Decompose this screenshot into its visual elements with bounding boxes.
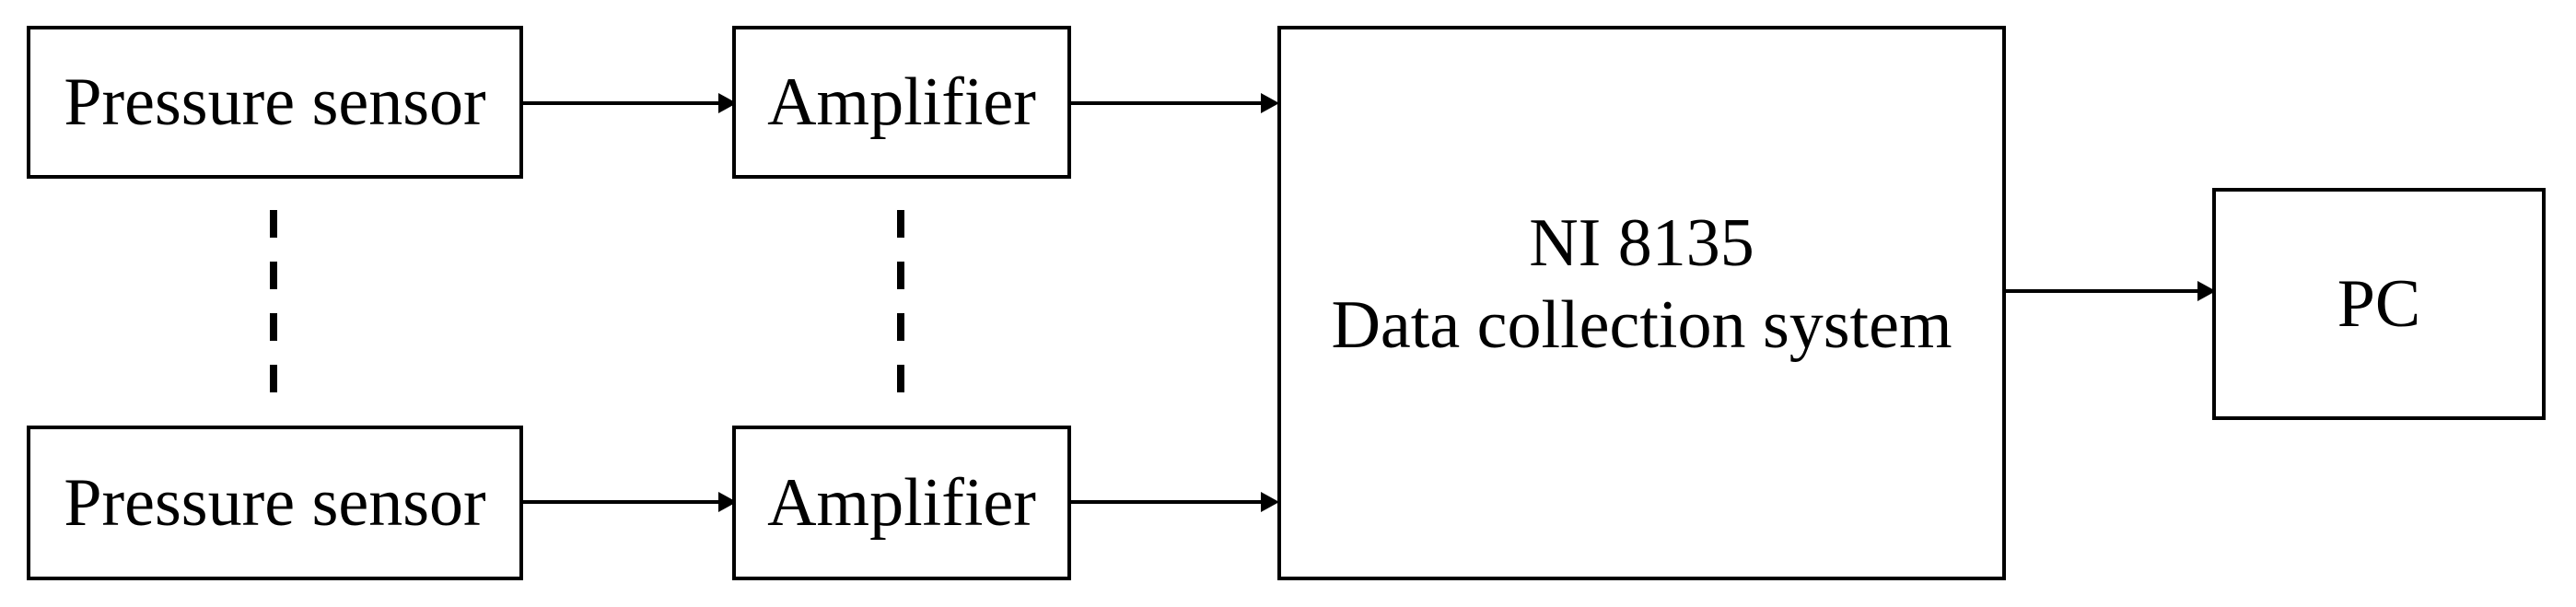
data-collection-system-box: NI 8135 Data collection system [1277, 26, 2006, 580]
pc-box: PC [2212, 188, 2546, 420]
arrow-amp-top-to-daq [1071, 93, 1279, 113]
pressure-sensor-label-top: Pressure sensor [64, 64, 486, 140]
amplifier-label-top: Amplifier [767, 64, 1036, 140]
pressure-sensor-box-top: Pressure sensor [27, 26, 523, 179]
pressure-sensor-box-bottom: Pressure sensor [27, 426, 523, 580]
arrow-amp-bottom-to-daq [1071, 492, 1279, 512]
amplifier-box-top: Amplifier [732, 26, 1071, 179]
daq-model-label: NI 8135 [1529, 205, 1754, 282]
amplifier-box-bottom: Amplifier [732, 426, 1071, 580]
pressure-sensor-label-bottom: Pressure sensor [64, 464, 486, 541]
arrow-sensor-top-to-amp-top [523, 93, 737, 113]
pc-label: PC [2337, 265, 2421, 342]
amplifier-label-bottom: Amplifier [767, 464, 1036, 541]
daq-description-label: Data collection system [1331, 287, 1952, 363]
arrow-daq-to-pc [2006, 281, 2216, 301]
arrow-sensor-bottom-to-amp-bottom [523, 492, 737, 512]
